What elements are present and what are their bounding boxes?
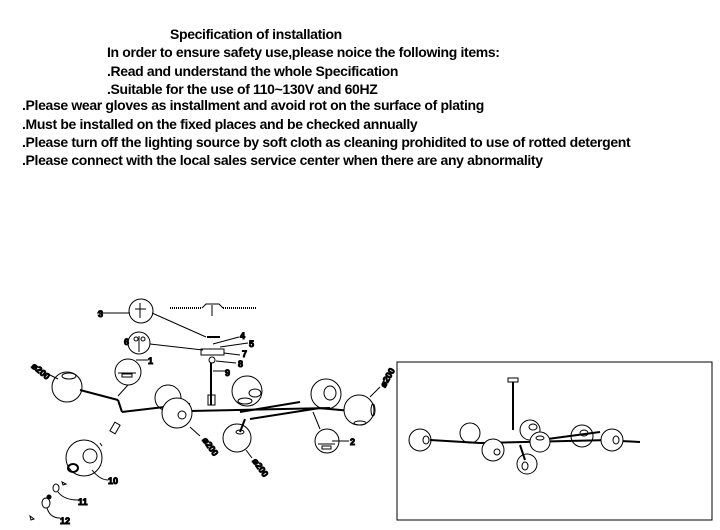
assembled-view <box>396 361 713 521</box>
part-label-9: 9 <box>225 368 230 378</box>
part-label-4: 4 <box>240 331 245 341</box>
instruction-item: .Please connect with the local sales ser… <box>22 152 543 168</box>
doc-title: Specification of installation <box>170 26 342 42</box>
part-label-11: 11 <box>78 497 88 507</box>
detail-circle <box>114 298 340 454</box>
diameter-label: ⌀200 <box>30 361 52 382</box>
part-label-6: 6 <box>124 337 129 347</box>
part-label-7: 7 <box>242 349 247 359</box>
diameter-label: ⌀200 <box>250 456 270 478</box>
part-label-3: 3 <box>98 309 103 319</box>
part-label-5: 5 <box>249 339 254 349</box>
diameter-label: ⌀200 <box>378 366 397 389</box>
part-label-12: 12 <box>60 516 70 526</box>
instruction-item: .Read and understand the whole Specifica… <box>107 63 399 79</box>
part-label-10: 10 <box>108 476 118 486</box>
dimension-leaders <box>45 312 381 459</box>
ceiling-mount <box>170 303 257 316</box>
bulb-parts <box>29 469 109 521</box>
instruction-item: .Please turn off the lighting source by … <box>22 134 631 150</box>
part-label-2: 2 <box>350 437 355 447</box>
instruction-item: .Suitable for the use of 110~130V and 60… <box>107 81 378 97</box>
glass-globe <box>51 371 376 477</box>
diameter-label: ⌀200 <box>200 435 220 457</box>
instruction-item: .Must be installed on the fixed places a… <box>22 116 418 132</box>
part-label-1: 1 <box>148 356 153 366</box>
part-label-8: 8 <box>238 359 243 369</box>
instruction-item: .Please wear gloves as installment and a… <box>22 97 484 113</box>
intro-text: In order to ensure safety use,please noi… <box>107 44 500 60</box>
canopy-and-rod <box>200 336 225 406</box>
